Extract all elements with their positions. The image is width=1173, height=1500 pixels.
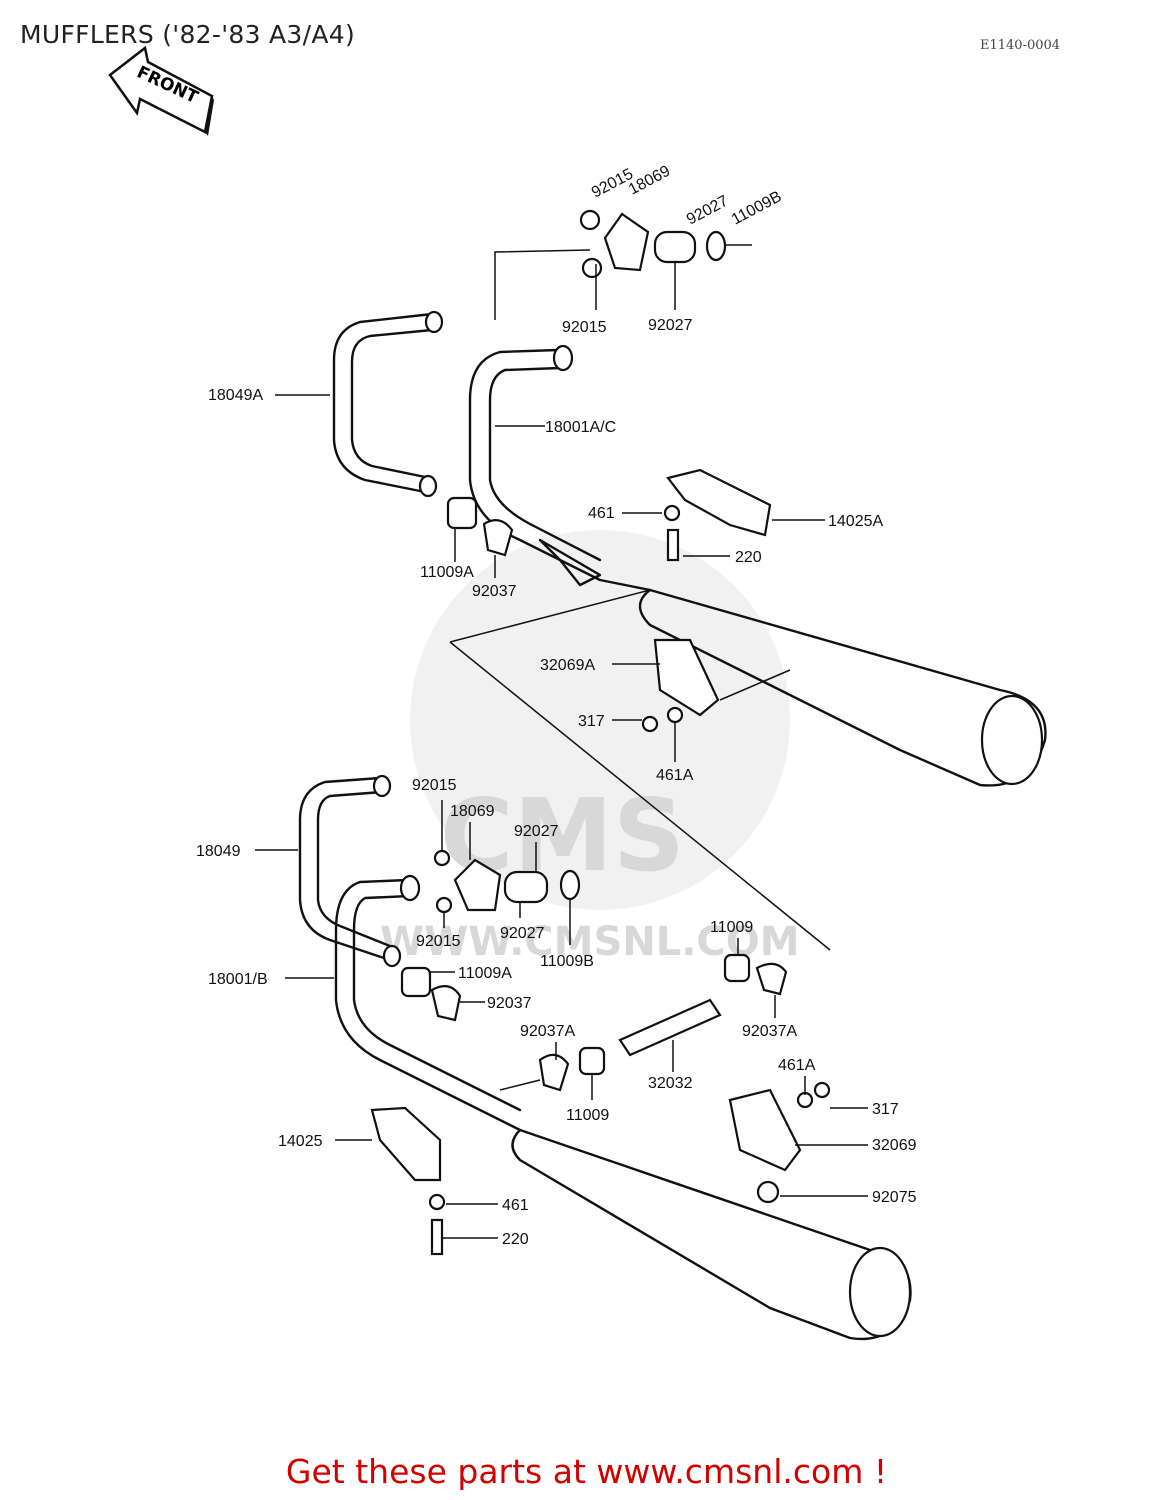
exploded-parts-diagram: CMS WWW.CMSNL.COM FRONT: [108, 45, 1047, 1341]
part-label: 18001A/C: [545, 419, 616, 436]
part-label: 11009B: [540, 953, 594, 970]
exhaust-pipe-18001b: [334, 878, 522, 1132]
diagram-code: E1140-0004: [980, 38, 1061, 53]
part-label: 220: [502, 1231, 529, 1248]
link-pipe-18049a-inner: [350, 328, 434, 480]
part-label: 92037: [472, 583, 517, 600]
part-label: 18069: [450, 803, 495, 820]
part-label: 317: [578, 713, 605, 730]
part-label: 220: [735, 549, 762, 566]
part-label: 92075: [872, 1189, 917, 1206]
part-label: 18049: [196, 843, 241, 860]
part-label: 92027: [500, 925, 545, 942]
part-label: 92027: [514, 823, 559, 840]
part-label: 92037A: [520, 1023, 575, 1040]
part-label: 92027: [684, 193, 731, 229]
part-label: 14025A: [828, 513, 883, 530]
part-label: 14025: [278, 1133, 323, 1150]
part-label: 11009A: [458, 965, 512, 982]
cms-watermark: CMS WWW.CMSNL.COM: [380, 530, 800, 965]
part-number-labels: 92015 18069 92027 11009B 92015 92027 180…: [196, 163, 917, 1248]
part-label: 461: [502, 1197, 529, 1214]
part-label: 32069: [872, 1137, 917, 1154]
part-label: 32069A: [540, 657, 595, 674]
get-parts-link[interactable]: Get these parts at www.cmsnl.com !: [285, 1452, 888, 1491]
link-pipe-18049: [298, 776, 392, 962]
part-label: 92037: [487, 995, 532, 1012]
part-label: 92027: [648, 317, 693, 334]
page-title: MUFFLERS ('82-'83 A3/A4): [20, 20, 356, 49]
part-label: 317: [872, 1101, 899, 1118]
part-label: 11009: [710, 919, 753, 936]
part-label: 18001/B: [208, 971, 268, 988]
part-label: 11009A: [420, 564, 474, 581]
part-label: 461A: [656, 767, 694, 784]
part-label: 92037A: [742, 1023, 797, 1040]
part-label: 11009: [566, 1107, 609, 1124]
link-pipe-18049a: [332, 312, 434, 494]
part-label: 92015: [416, 933, 461, 950]
leader-lines: [255, 262, 868, 1239]
part-label: 92015: [412, 777, 457, 794]
front-arrow-icon: FRONT: [108, 45, 214, 136]
part-label: 461: [588, 505, 615, 522]
part-label: 11009B: [729, 188, 785, 228]
part-label: 461A: [778, 1057, 816, 1074]
part-label: 92015: [562, 319, 607, 336]
part-label: 18049A: [208, 387, 263, 404]
part-label: 32032: [648, 1075, 693, 1092]
part-label: 18069: [626, 163, 673, 199]
